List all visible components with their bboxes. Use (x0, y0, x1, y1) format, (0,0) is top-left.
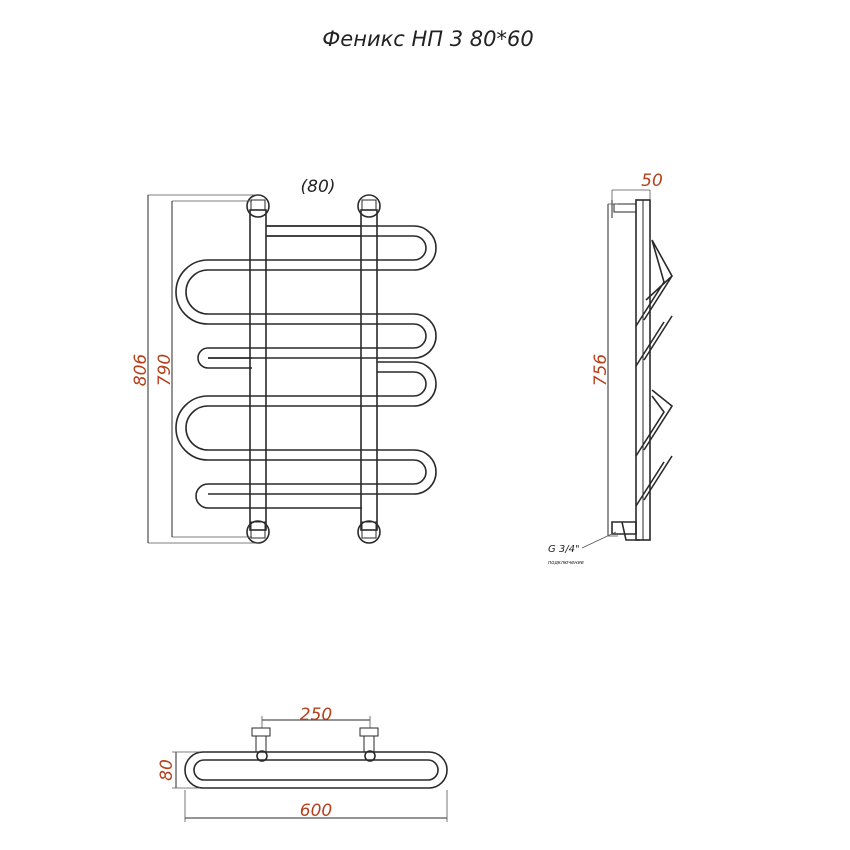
right-connection (359, 727, 379, 762)
connection-fitting (611, 521, 640, 541)
upper-serpentine (175, 225, 437, 359)
dim-790-label: 790 (155, 354, 175, 386)
bottom-right-fitting (357, 520, 381, 544)
top-view: 250 80 600 (157, 705, 448, 822)
bottom-left-fitting (246, 520, 270, 544)
lower-serpentine (175, 361, 437, 509)
top-left-fitting (246, 194, 270, 218)
dim-806-label: 806 (131, 354, 151, 387)
connection-note: подключение (548, 560, 584, 566)
dim-50-label: 50 (641, 171, 663, 191)
side-zigzag (635, 239, 674, 507)
inner-loop (193, 759, 439, 781)
dim-80-label: 80 (157, 759, 177, 781)
dim-756-label: 756 (591, 354, 611, 387)
right-collector (360, 209, 378, 531)
top-right-fitting (357, 194, 381, 218)
pitch-label: (80) (301, 177, 336, 197)
side-view: 50 756 G 3/4" подключение (548, 171, 674, 566)
front-view: (80) 806 790 (131, 177, 437, 544)
left-connection (251, 727, 271, 762)
dim-600-label: 600 (300, 801, 332, 821)
dim-250-label: 250 (300, 705, 332, 725)
drawing-title: Феникс НП 3 80*60 (322, 27, 534, 51)
left-collector (249, 209, 267, 531)
outer-loop (184, 751, 448, 789)
connection-label: G 3/4" (548, 544, 580, 555)
